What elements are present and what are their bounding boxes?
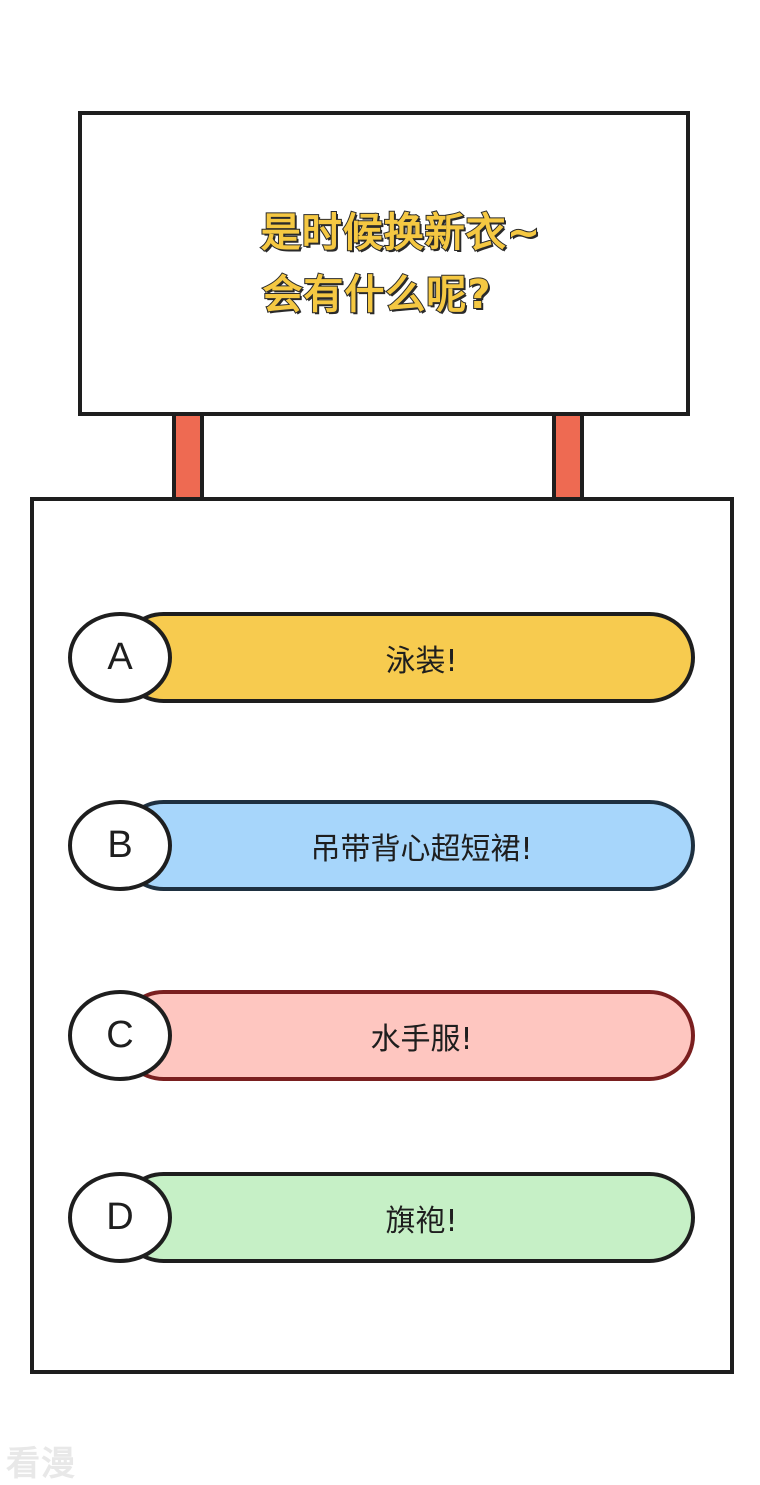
- option-d[interactable]: 旗袍! D: [68, 1172, 695, 1263]
- option-b-badge: B: [68, 800, 172, 891]
- question-sign-board: 是时候换新衣~ 会有什么呢?: [78, 111, 690, 416]
- watermark-logo: 看漫: [6, 1444, 76, 1484]
- option-a-letter: A: [107, 636, 133, 678]
- question-line-1: 是时候换新衣~: [260, 209, 542, 257]
- option-c-badge: C: [68, 990, 172, 1081]
- option-b[interactable]: 吊带背心超短裙! B: [68, 800, 695, 891]
- option-a-text: 泳装!: [385, 643, 458, 679]
- option-d-letter: D: [106, 1196, 134, 1238]
- option-c-letter: C: [106, 1014, 134, 1056]
- option-c[interactable]: 水手服! C: [68, 990, 695, 1081]
- question-line-2: 会有什么呢?: [261, 271, 492, 319]
- option-a[interactable]: 泳装! A: [68, 612, 695, 703]
- option-d-bar[interactable]: 旗袍!: [118, 1172, 695, 1263]
- option-c-text: 水手服!: [370, 1021, 473, 1057]
- option-d-badge: D: [68, 1172, 172, 1263]
- sign-post-left: [172, 416, 204, 502]
- option-b-bar[interactable]: 吊带背心超短裙!: [118, 800, 695, 891]
- option-a-bar[interactable]: 泳装!: [118, 612, 695, 703]
- option-a-badge: A: [68, 612, 172, 703]
- option-b-text: 吊带背心超短裙!: [310, 831, 533, 867]
- option-c-bar[interactable]: 水手服!: [118, 990, 695, 1081]
- option-d-text: 旗袍!: [385, 1203, 458, 1239]
- sign-post-right: [552, 416, 584, 502]
- option-b-letter: B: [107, 824, 133, 866]
